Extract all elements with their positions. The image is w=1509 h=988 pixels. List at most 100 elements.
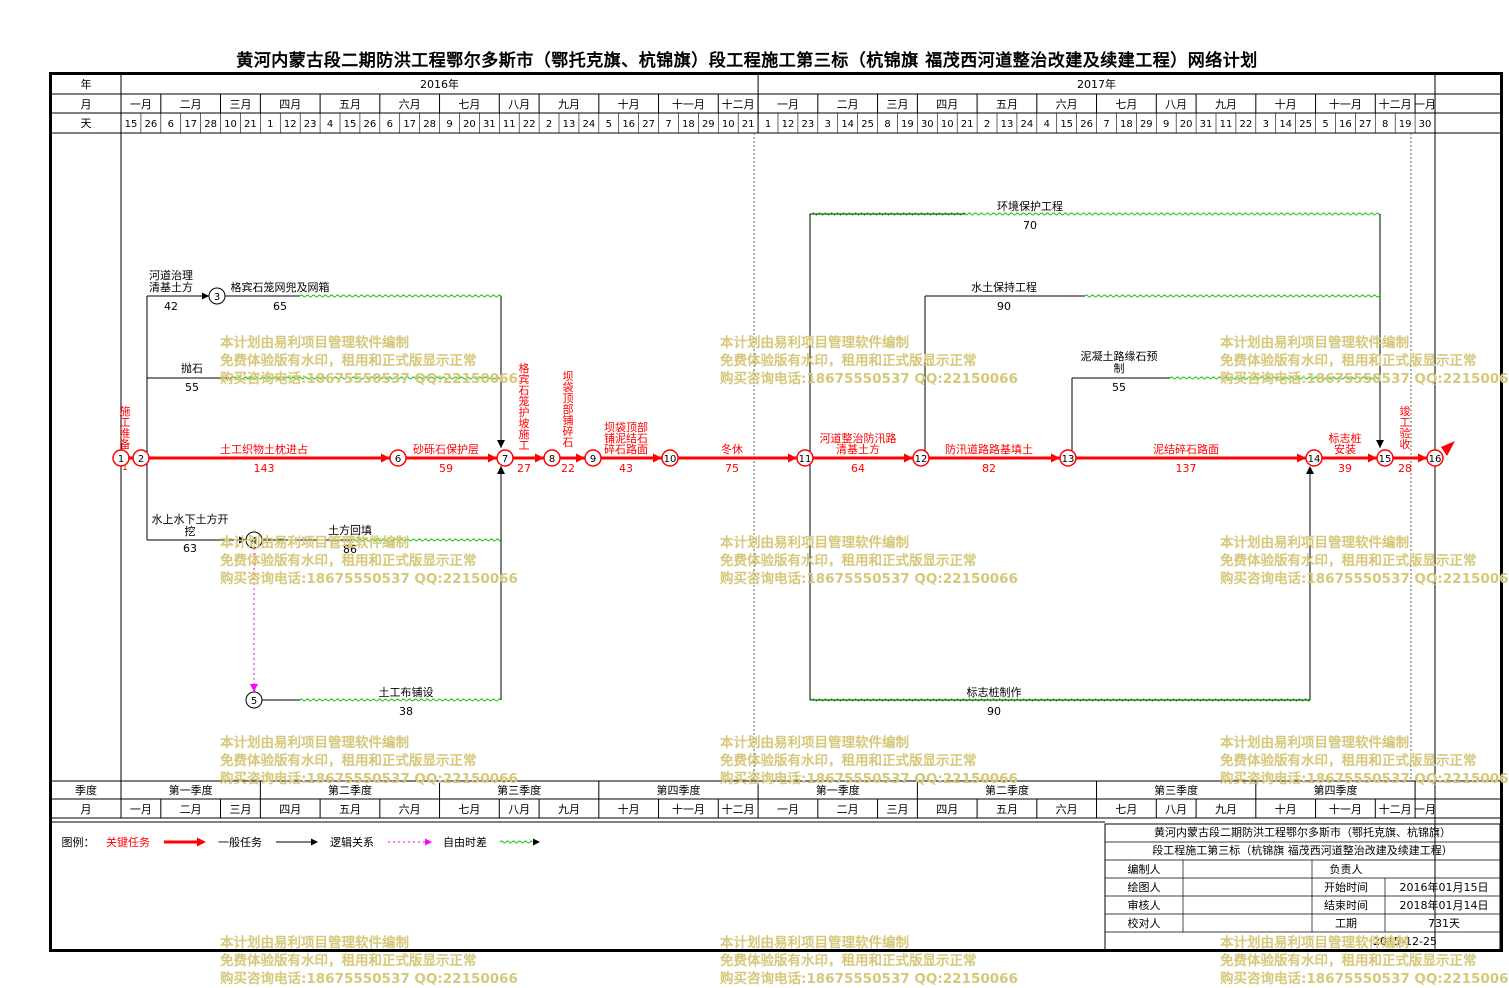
day-label: 12	[782, 119, 795, 130]
critical-task-duration: 1	[122, 463, 128, 473]
arrow-head	[239, 536, 246, 544]
critical-task-name: 冬休	[721, 442, 743, 456]
watermark-line: 购买咨询电话:18675550537 QQ:22150066	[720, 771, 1018, 787]
month-bottom-label: 一月	[1414, 803, 1436, 816]
day-label: 23	[304, 119, 317, 130]
event-node	[584, 449, 602, 467]
day-label: 15	[1060, 119, 1073, 130]
event-node	[112, 449, 130, 467]
watermark-line: 购买咨询电话:18675550537 QQ:22150066	[720, 571, 1018, 587]
watermark: 本计划由易利项目管理软件编制免费体验版有水印，租用和正式版显示正常购买咨询电话:…	[1220, 934, 1509, 988]
day-label: 8	[1382, 119, 1388, 130]
day-label: 20	[463, 119, 476, 130]
month-top-label: 九月	[1215, 98, 1237, 111]
day-label: 26	[144, 119, 157, 130]
watermark: 本计划由易利项目管理软件编制免费体验版有水印，租用和正式版显示正常购买咨询电话:…	[720, 934, 1018, 988]
legend-float-label: 自由时差	[443, 835, 487, 849]
day-label: 25	[861, 119, 874, 130]
watermark-line: 本计划由易利项目管理软件编制	[220, 535, 409, 551]
month-bottom-label: 四月	[279, 803, 301, 816]
finish-flag	[1441, 441, 1455, 456]
critical-task-name: 防汛道路路基填土	[945, 442, 1033, 456]
month-top-label: 三月	[886, 98, 908, 111]
title-block-value: 2016年01月15日	[1400, 880, 1489, 894]
critical-task-duration: 75	[725, 462, 739, 475]
month-bottom-label: 十一月	[672, 802, 705, 816]
day-label: 27	[1359, 119, 1372, 130]
critical-task-duration: 22	[561, 462, 575, 475]
event-node	[245, 531, 263, 549]
critical-task-name: 砂砾石保护层	[413, 442, 479, 456]
critical-arrow-head	[381, 453, 390, 463]
day-label: 19	[1399, 119, 1412, 130]
event-node-number: 8	[549, 454, 555, 465]
day-label: 21	[244, 119, 257, 130]
legend-float-wave	[499, 840, 533, 844]
watermark: 本计划由易利项目管理软件编制免费体验版有水印，租用和正式版显示正常购买咨询电话:…	[220, 334, 518, 388]
critical-task-name: 施	[519, 428, 530, 441]
year-2016: 2016年	[420, 77, 459, 91]
watermark-line: 本计划由易利项目管理软件编制	[220, 735, 409, 751]
month-bottom-label: 十月	[1275, 802, 1297, 816]
month-top-label: 一月	[777, 98, 799, 111]
critical-task-name: 碎	[563, 424, 574, 438]
critical-arrow-head	[488, 453, 497, 463]
event-node	[208, 287, 226, 305]
free-float-wave	[811, 212, 1381, 216]
normal-task-duration: 55	[185, 381, 199, 394]
normal-task-name: 抛石	[181, 361, 203, 375]
normal-task-name: 土工布铺设	[379, 686, 434, 699]
free-float-wave	[299, 698, 502, 702]
event-node-number: 11	[799, 454, 812, 465]
month-top-label: 十二月	[1379, 97, 1412, 111]
critical-task-duration: 28	[1398, 462, 1412, 475]
day-label: 2	[984, 119, 990, 130]
watermark-line: 本计划由易利项目管理软件编制	[1220, 935, 1409, 951]
day-label: 3	[1263, 119, 1269, 130]
day-label: 21	[961, 119, 974, 130]
watermark-line: 免费体验版有水印，租用和正式版显示正常	[1220, 353, 1477, 369]
month-top-label: 七月	[458, 98, 480, 111]
critical-task-name: 铺泥结石	[604, 432, 648, 445]
critical-task-name: 碎石路面	[604, 442, 648, 456]
event-node	[661, 449, 679, 467]
watermark-line: 购买咨询电话:18675550537 QQ:22150066	[220, 371, 518, 387]
critical-task-duration: 43	[619, 462, 633, 475]
legend-logic-label: 逻辑关系	[330, 835, 374, 849]
day-label: 13	[1001, 119, 1014, 130]
day-label: 2	[546, 119, 552, 130]
day-label: 17	[403, 119, 416, 130]
day-label: 10	[722, 119, 735, 130]
critical-task-name: 土工织物土枕进占	[220, 442, 308, 456]
critical-task-name: 竣	[1400, 404, 1411, 418]
day-label: 9	[1163, 119, 1169, 130]
day-label: 17	[184, 119, 197, 130]
normal-task-name: 制	[1114, 362, 1125, 375]
day-label: 10	[224, 119, 237, 130]
critical-task-name: 泥结碎石路面	[1153, 442, 1219, 456]
month-top-label: 十月	[1275, 97, 1297, 111]
normal-task-name: 标志桩制作	[967, 685, 1022, 699]
day-label: 4	[1044, 119, 1050, 130]
critical-task-duration: 137	[1176, 462, 1197, 475]
day-label: 9	[446, 119, 452, 130]
title-block-project: 黄河内蒙古段二期防洪工程鄂尔多斯市（鄂托克旗、杭锦旗）	[1154, 825, 1451, 839]
normal-task-duration: 42	[164, 300, 178, 313]
watermark-line: 免费体验版有水印，租用和正式版显示正常	[220, 353, 477, 369]
event-node-number: 1	[118, 454, 124, 465]
day-label: 23	[801, 119, 814, 130]
month-bottom-label: 三月	[229, 803, 251, 816]
critical-task-name: 标志桩	[1329, 431, 1362, 445]
legend-label: 图例：	[62, 835, 95, 849]
normal-task-duration: 70	[1023, 219, 1037, 232]
month-top-label: 八月	[1165, 98, 1187, 111]
day-label: 1	[765, 119, 771, 130]
watermark-line: 本计划由易利项目管理软件编制	[720, 535, 909, 551]
watermark: 本计划由易利项目管理软件编制免费体验版有水印，租用和正式版显示正常购买咨询电话:…	[1220, 534, 1509, 588]
watermark-line: 本计划由易利项目管理软件编制	[1220, 335, 1409, 351]
day-label: 14	[841, 119, 854, 130]
day-label: 3	[825, 119, 831, 130]
normal-task-name: 格宾石笼网兜及网箱	[231, 280, 330, 294]
day-label: 4	[327, 119, 333, 130]
event-node	[796, 449, 814, 467]
